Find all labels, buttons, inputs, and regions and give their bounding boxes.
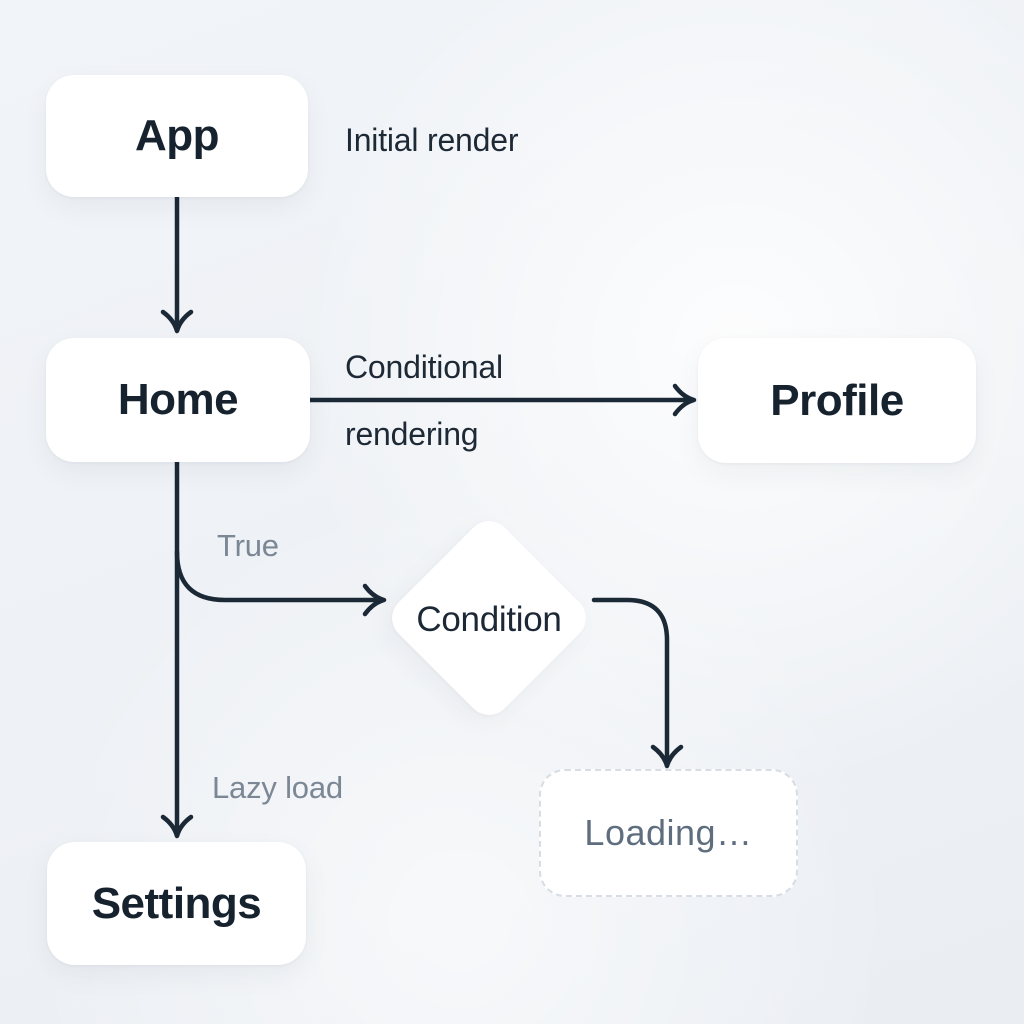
edge-home-condition <box>174 549 384 603</box>
node-settings-label: Settings <box>91 878 262 928</box>
edge-label-lazy-load: Lazy load <box>212 770 343 805</box>
node-app: App <box>46 75 308 197</box>
node-profile: Profile <box>698 338 976 463</box>
node-condition-label: Condition <box>416 600 562 639</box>
arrowhead-home-profile <box>672 383 697 417</box>
edge-label-true: True <box>217 528 279 563</box>
node-home: Home <box>46 338 310 462</box>
node-profile-label: Profile <box>770 375 904 425</box>
arrowhead-home-settings <box>160 814 194 839</box>
edge-label-conditional-rendering: Conditional rendering <box>345 349 503 452</box>
edge-label-initial-render: Initial render <box>345 122 519 158</box>
arrowhead-app-home <box>160 309 194 334</box>
arrowhead-condition-loading <box>650 744 684 769</box>
node-home-label: Home <box>117 375 239 424</box>
node-loading: Loading… <box>539 769 798 897</box>
node-loading-label: Loading… <box>584 812 753 853</box>
node-app-label: App <box>134 111 220 160</box>
node-settings: Settings <box>47 842 306 965</box>
